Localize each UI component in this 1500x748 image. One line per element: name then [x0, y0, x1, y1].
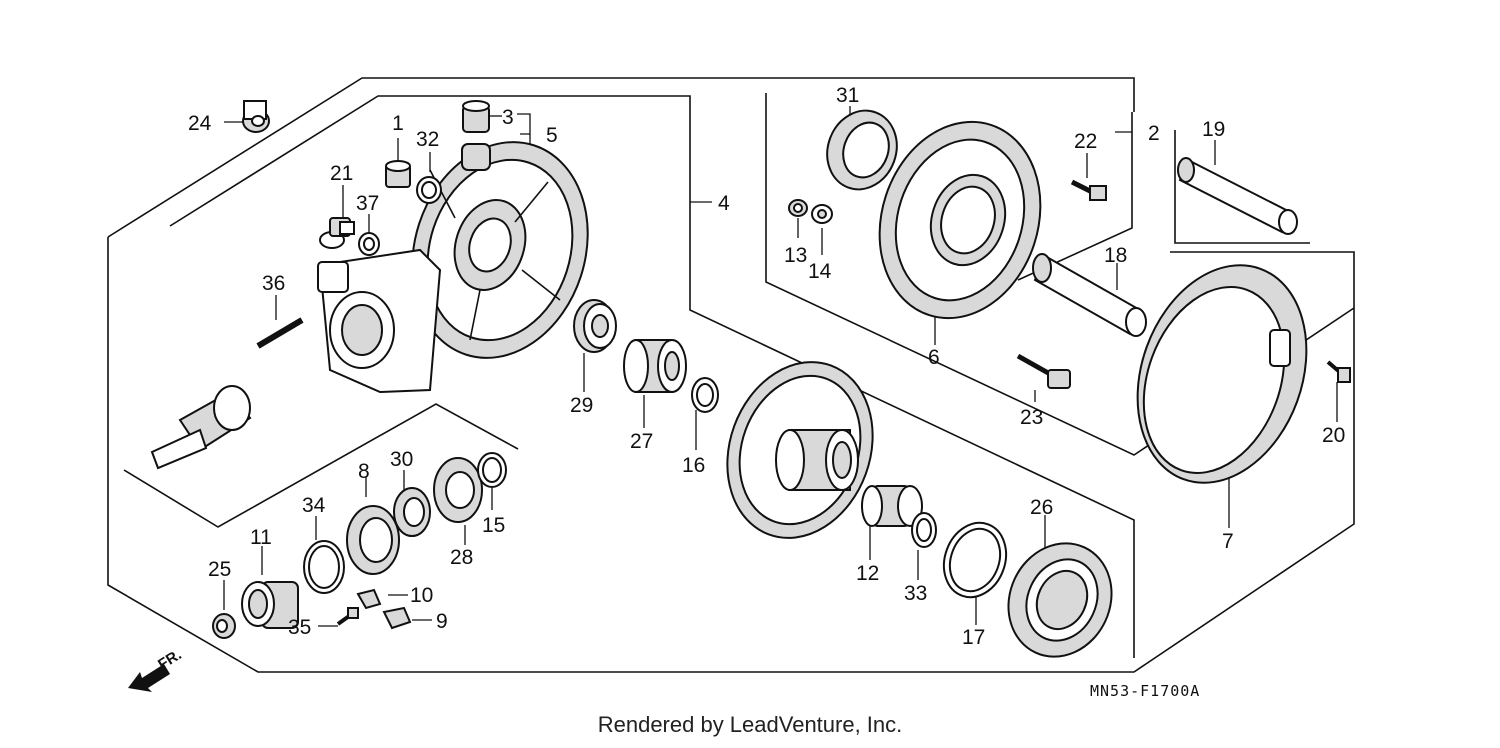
part-7-drum [1136, 264, 1308, 484]
part-33-washer [911, 512, 937, 548]
callout-6: 6 [928, 346, 940, 369]
part-11-sleeve [241, 581, 299, 629]
callout-12: 12 [856, 562, 879, 585]
part-18-pipe [1032, 253, 1147, 337]
part-8-gear [346, 505, 400, 575]
callout-5: 5 [546, 124, 558, 147]
part-9-plate [382, 606, 412, 630]
part-26-bearing [1007, 542, 1113, 658]
callout-2: 2 [1148, 122, 1160, 145]
part-17-circlip [942, 521, 1008, 599]
part-14-washer [811, 204, 833, 224]
callout-3: 3 [502, 106, 514, 129]
part-27-bearing [623, 339, 687, 393]
part-28-bearing [433, 457, 483, 523]
part-24-nut [242, 100, 270, 133]
callout-16: 16 [682, 454, 705, 477]
leader-lines [223, 106, 1338, 627]
callout-7: 7 [1222, 530, 1234, 553]
callout-14: 14 [808, 260, 832, 283]
callout-23: 23 [1020, 406, 1043, 429]
callout-30: 30 [390, 448, 413, 471]
part-6-cover [878, 120, 1042, 320]
front-direction-arrow-icon [128, 664, 170, 692]
callout-24: 24 [188, 112, 212, 135]
diagram-code: MN53-F1700A [1090, 682, 1200, 700]
callout-29: 29 [570, 394, 593, 417]
callout-33: 33 [904, 582, 927, 605]
part-16-oring [691, 377, 719, 413]
callout-32: 32 [416, 128, 439, 151]
part-37-washer [358, 232, 380, 256]
callout-25: 25 [208, 558, 231, 581]
callout-17: 17 [962, 626, 985, 649]
callout-31: 31 [836, 84, 859, 107]
part-4-ring-gear [726, 361, 874, 539]
part-32-washer [416, 176, 442, 204]
part-3-cap [462, 100, 490, 133]
part-1-plug [385, 160, 411, 188]
part-5-final-gear-case [317, 141, 589, 394]
part-30-bearing [393, 487, 431, 537]
callout-19: 19 [1202, 118, 1225, 141]
part-25-nut [212, 613, 236, 639]
callout-34: 34 [302, 494, 326, 517]
callout-1: 1 [392, 112, 404, 135]
callout-18: 18 [1104, 244, 1127, 267]
callout-labels: 1 2 3 4 5 6 7 8 9 10 11 12 13 14 15 16 1… [155, 84, 1345, 700]
part-12-collar [861, 485, 923, 527]
part-20-screw [1326, 360, 1351, 383]
part-13-nut [788, 199, 808, 217]
callout-26: 26 [1030, 496, 1053, 519]
callout-27: 27 [630, 430, 653, 453]
callout-8: 8 [358, 460, 370, 483]
callout-20: 20 [1322, 424, 1345, 447]
part-31-seal [826, 109, 898, 191]
callout-36: 36 [262, 272, 285, 295]
part-29-bearing [573, 299, 617, 353]
part-23-bolt [1016, 353, 1071, 389]
assembly-outline [107, 77, 1355, 673]
part-19-pipe [1177, 157, 1298, 235]
callout-35: 35 [288, 616, 311, 639]
part-10-plate [356, 588, 382, 610]
callout-28: 28 [450, 546, 473, 569]
callout-4: 4 [718, 192, 730, 215]
part-34-circlip [303, 540, 345, 594]
callout-10: 10 [410, 584, 433, 607]
footer-credit: Rendered by LeadVenture, Inc. [597, 712, 903, 737]
callout-11: 11 [250, 526, 272, 549]
part-21-bolt [329, 217, 355, 237]
callout-13: 13 [784, 244, 807, 267]
part-22-bolt [1070, 179, 1107, 201]
callout-37: 37 [356, 192, 379, 215]
callout-15: 15 [482, 514, 505, 537]
part-35-bolt [336, 607, 359, 626]
part-pinion-shaft [150, 385, 252, 470]
callout-9: 9 [436, 610, 448, 633]
part-15-washer [477, 452, 507, 488]
callout-22: 22 [1074, 130, 1097, 153]
part-36-stud [256, 317, 304, 349]
callout-21: 21 [330, 162, 353, 185]
